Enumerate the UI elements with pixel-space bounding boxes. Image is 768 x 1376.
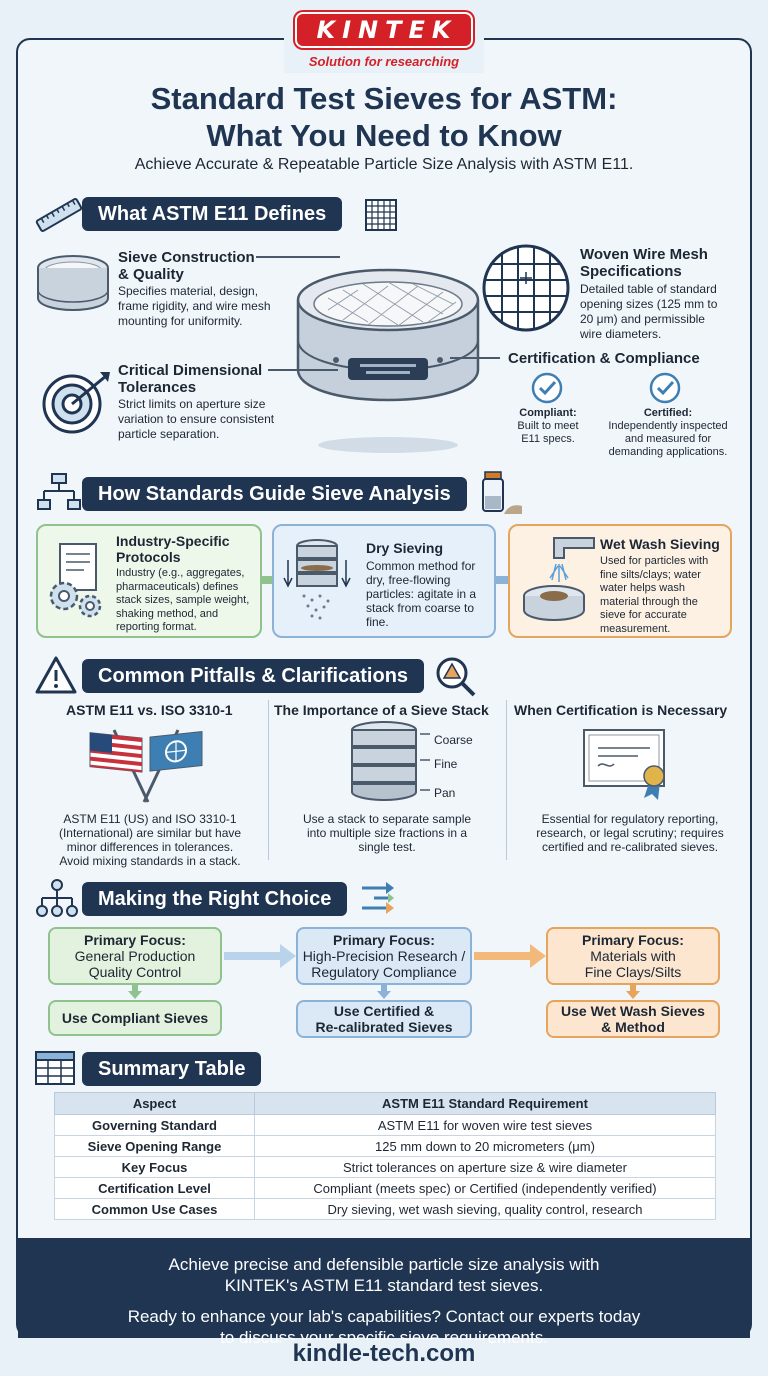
section-heading-defines: What ASTM E11 Defines bbox=[82, 197, 343, 231]
checkmark-compliant-icon bbox=[531, 372, 563, 404]
decision-arrows-icon bbox=[362, 882, 394, 914]
table-icon bbox=[35, 1051, 75, 1085]
page-title: Standard Test Sieves for ASTM: What You … bbox=[0, 80, 768, 154]
website-link[interactable]: kindle-tech.com bbox=[0, 1340, 768, 1368]
title-line-2: What You Need to Know bbox=[206, 118, 562, 153]
checkmark-certified-icon bbox=[649, 372, 681, 404]
arrow-down-icon bbox=[377, 985, 391, 999]
mesh-grid-icon bbox=[365, 199, 397, 231]
warning-icon bbox=[35, 656, 77, 694]
column-divider bbox=[268, 700, 269, 860]
stack-label-fine: Fine bbox=[434, 757, 458, 771]
pitfall-iso-title: ASTM E11 vs. ISO 3310-1 bbox=[66, 702, 233, 718]
flowchart-icon bbox=[37, 473, 81, 510]
section-heading-analysis: How Standards Guide Sieve Analysis bbox=[82, 477, 467, 511]
industry-text: Industry (e.g., aggregates,pharmaceutica… bbox=[116, 567, 250, 633]
choice-focus-label: Primary Focus: bbox=[582, 932, 684, 948]
section-heading-summary: Summary Table bbox=[82, 1052, 262, 1086]
stack-label-pan: Pan bbox=[434, 786, 456, 800]
ruler-icon bbox=[35, 198, 83, 232]
callout-line-certification bbox=[450, 357, 500, 359]
wet-sieve-faucet-icon bbox=[523, 537, 595, 622]
arrow-down-icon bbox=[626, 985, 640, 999]
brand-name: KINTEK bbox=[294, 12, 474, 48]
flags-icon bbox=[89, 729, 203, 803]
hierarchy-icon bbox=[36, 879, 78, 917]
footer-cta: Achieve precise and defensible particle … bbox=[18, 1238, 750, 1347]
certificate-icon bbox=[583, 729, 665, 800]
column-header: ASTM E11 Standard Requirement bbox=[254, 1092, 716, 1115]
sieve-large-icon bbox=[296, 268, 480, 453]
brand-logo[interactable]: KINTEK Solution for researching bbox=[284, 12, 484, 73]
pitfall-stack-title: The Importance of a Sieve Stack bbox=[274, 702, 489, 718]
certification-title: Certification & Compliance bbox=[508, 350, 700, 367]
result-compliant-sieves[interactable]: Use Compliant Sieves bbox=[48, 1000, 222, 1036]
gears-document-icon bbox=[49, 543, 102, 618]
title-line-1: Standard Test Sieves for ASTM: bbox=[150, 81, 618, 116]
result-wet-wash[interactable]: Use Wet Wash Sieves& Method bbox=[546, 1000, 720, 1038]
magnifier-mesh-icon bbox=[482, 244, 570, 332]
choice-focus-label: Primary Focus: bbox=[333, 932, 435, 948]
magnifier-warning-icon bbox=[436, 657, 476, 697]
arrow-right-icon bbox=[224, 944, 296, 968]
wet-title: Wet Wash Sieving bbox=[600, 536, 720, 552]
target-icon bbox=[42, 372, 110, 434]
choice-focus-label: Primary Focus: bbox=[84, 932, 186, 948]
column-divider bbox=[506, 700, 507, 860]
arrow-right-icon bbox=[474, 944, 546, 968]
pitfall-certification-text: Essential for regulatory reporting,resea… bbox=[536, 812, 724, 854]
construction-text: Specifies material, design,frame rigidit… bbox=[118, 284, 271, 328]
sieve-small-icon bbox=[37, 255, 109, 312]
section-heading-choice: Making the Right Choice bbox=[82, 882, 348, 916]
sample-jar-icon bbox=[482, 471, 522, 514]
callout-line-construction bbox=[256, 256, 340, 258]
summary-table: Aspect ASTM E11 Standard Requirement Gov… bbox=[54, 1092, 716, 1220]
choice-card-precision[interactable]: Primary Focus:High-Precision Research /R… bbox=[296, 927, 472, 985]
callout-line-tolerances bbox=[268, 369, 338, 371]
section-heading-pitfalls: Common Pitfalls & Clarifications bbox=[82, 659, 425, 693]
table-header-row: Aspect ASTM E11 Standard Requirement bbox=[54, 1092, 716, 1115]
card-wet-wash[interactable] bbox=[508, 524, 732, 638]
sieve-stack-icon bbox=[351, 721, 430, 802]
arrow-down-icon bbox=[128, 985, 142, 999]
brand-tagline: Solution for researching bbox=[308, 54, 460, 69]
result-certified-sieves[interactable]: Use Certified &Re-calibrated Sieves bbox=[296, 1000, 472, 1038]
sieve-stack-dry-icon bbox=[283, 539, 351, 620]
construction-title: Sieve Construction& Quality bbox=[118, 249, 255, 283]
pitfall-iso-text: ASTM E11 (US) and ISO 3310-1(Internation… bbox=[58, 812, 242, 868]
page-subtitle: Achieve Accurate & Repeatable Particle S… bbox=[134, 156, 634, 173]
pitfall-certification-title: When Certification is Necessary bbox=[514, 702, 728, 718]
dry-title: Dry Sieving bbox=[366, 540, 444, 556]
column-header: Aspect bbox=[54, 1092, 255, 1115]
stack-label-coarse: Coarse bbox=[434, 733, 473, 747]
